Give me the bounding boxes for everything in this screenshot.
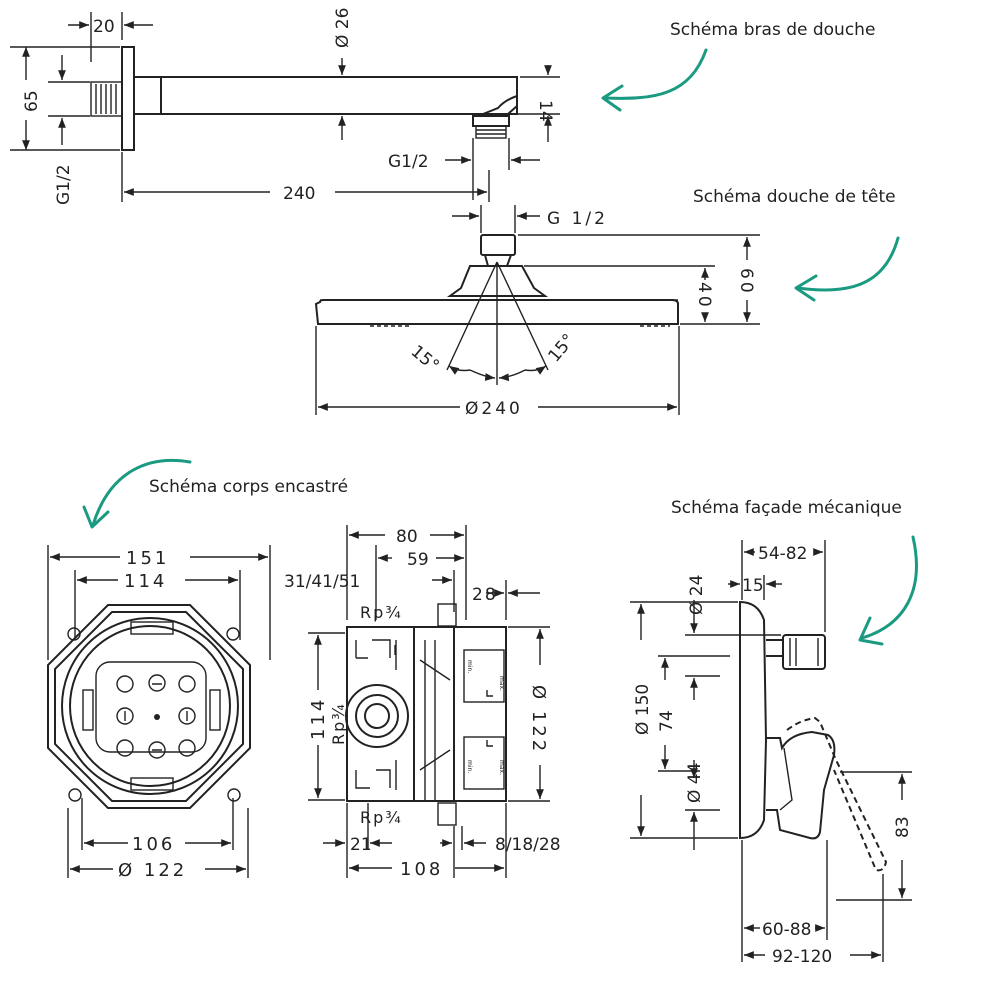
dim-side-315: 31/41/51 xyxy=(284,572,360,592)
dim-arm-26: Ø 26 xyxy=(333,8,353,48)
dim-facade-92-120: 92-120 xyxy=(772,947,832,967)
caption-head: Schéma douche de tête xyxy=(693,187,896,207)
dim-arm-g12-left: G1/2 xyxy=(54,164,74,205)
dim-facade-60-88: 60-88 xyxy=(762,920,811,940)
dim-body-151: 151 xyxy=(126,548,169,569)
dim-head-angle-right: 15° xyxy=(545,330,580,366)
dim-head-g12: G 1/2 xyxy=(547,209,608,229)
dim-arm-20: 20 xyxy=(93,17,115,37)
dim-arm-14: 14 xyxy=(535,100,555,122)
concealed-body-front xyxy=(47,545,271,878)
dim-facade-83: 83 xyxy=(893,816,913,838)
dim-side-59: 59 xyxy=(407,550,429,570)
mechanical-facade-drawing xyxy=(630,540,912,962)
head-shower-drawing xyxy=(314,205,760,415)
shower-arm-drawing xyxy=(10,12,560,202)
green-arrow-body xyxy=(82,458,192,529)
dim-head-angle-left: 15° xyxy=(407,342,443,377)
dim-side-8-18-28: 8/18/28 xyxy=(495,835,561,855)
dim-facade-150: Ø 150 xyxy=(633,684,653,735)
green-arrow-arm xyxy=(601,48,708,112)
dim-side-108: 108 xyxy=(400,859,443,880)
dim-side-114v: 114 xyxy=(308,697,329,740)
dim-body-114: 114 xyxy=(124,571,167,592)
dim-side-21: 21 xyxy=(350,835,372,855)
caption-facade: Schéma façade mécanique xyxy=(671,498,902,518)
dim-head-240: Ø240 xyxy=(465,399,523,419)
dim-facade-44: Ø 44 xyxy=(685,763,705,803)
dim-body-122: Ø 122 xyxy=(118,860,187,881)
dim-head-60: 60 xyxy=(736,268,756,296)
dim-facade-74: 74 xyxy=(657,710,677,732)
label-min-top: min. xyxy=(466,660,473,673)
dim-arm-65: 65 xyxy=(22,90,42,112)
dim-side-rp-mid: Rp¾ xyxy=(329,702,348,745)
label-max-top: max. xyxy=(498,676,505,691)
dim-side-rp-top: Rp¾ xyxy=(360,603,403,622)
caption-body: Schéma corps encastré xyxy=(149,477,349,497)
dim-side-rp-bot: Rp¾ xyxy=(360,808,403,827)
caption-arm: Schéma bras de douche xyxy=(670,20,876,40)
dim-facade-54-82: 54-82 xyxy=(758,544,807,564)
dim-body-106: 106 xyxy=(132,834,175,855)
green-arrow-facade xyxy=(858,535,918,646)
dim-facade-24: Ø 24 xyxy=(687,575,707,615)
dim-side-80: 80 xyxy=(396,527,418,547)
dim-arm-240: 240 xyxy=(283,184,315,204)
concealed-body-side xyxy=(308,525,550,878)
dim-arm-g12-right: G1/2 xyxy=(388,152,429,172)
dim-side-28: 28 xyxy=(472,585,498,605)
dim-side-122v: Ø 122 xyxy=(528,685,549,754)
label-max-bottom: max. xyxy=(498,760,505,775)
dim-head-40: 40 xyxy=(694,282,714,310)
green-arrow-head xyxy=(794,236,900,302)
dim-facade-15: 15 xyxy=(742,576,764,596)
label-min-bottom: min. xyxy=(466,760,473,773)
